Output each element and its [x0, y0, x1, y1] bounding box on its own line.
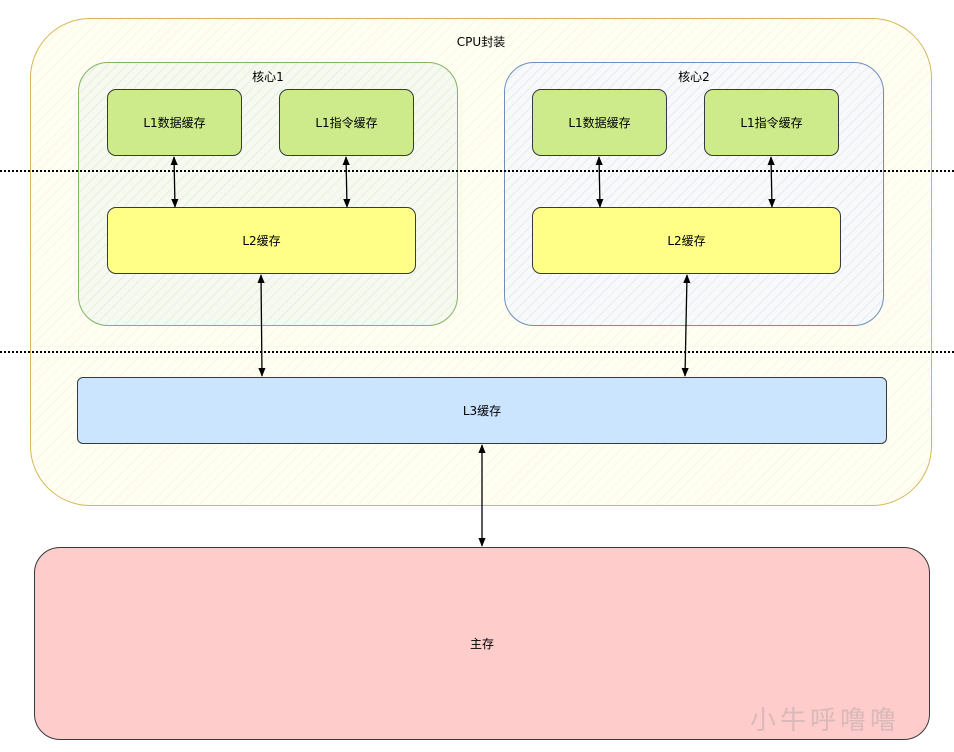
core-1-l1-data-cache: L1数据缓存: [107, 89, 242, 156]
core-2-l2-cache: L2缓存: [532, 207, 841, 274]
l3-cache: L3缓存: [77, 377, 887, 444]
watermark: 小牛呼噜噜: [750, 706, 901, 736]
core-1-l1-instruction-cache: L1指令缓存: [279, 89, 414, 156]
main-memory: 主存: [34, 547, 930, 740]
cpu-package-title: CPU封装: [456, 35, 506, 49]
core-2-l1-instruction-cache: L1指令缓存: [704, 89, 839, 156]
core-1-title: 核心1: [252, 70, 284, 84]
core-2-l1-data-cache: L1数据缓存: [532, 89, 667, 156]
core-2-title: 核心2: [678, 70, 710, 84]
core-1-l2-cache: L2缓存: [107, 207, 416, 274]
dotted-divider-lower: [0, 351, 954, 353]
dotted-divider-upper: [0, 170, 954, 172]
